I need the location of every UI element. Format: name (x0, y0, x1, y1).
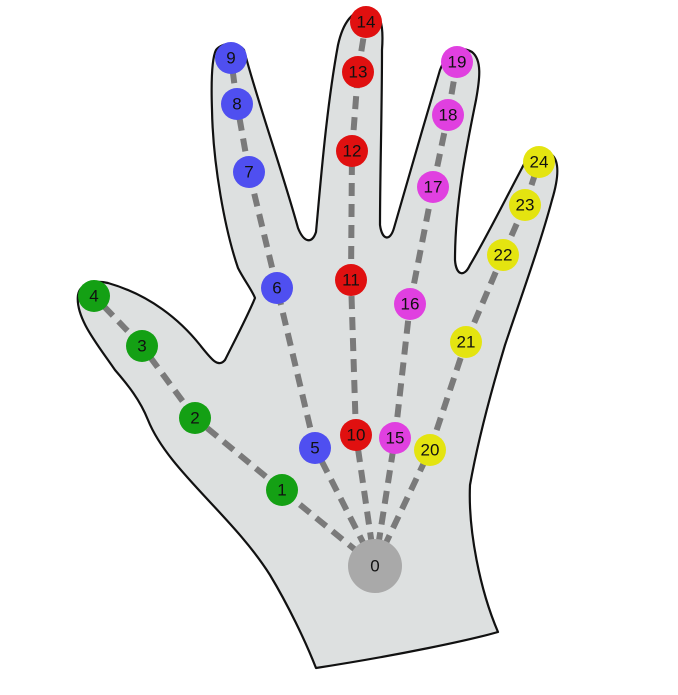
keypoint-20-label: 20 (421, 441, 440, 460)
keypoint-9: 9 (215, 42, 247, 74)
keypoint-10-label: 10 (347, 426, 366, 445)
bone-20-21 (427, 341, 469, 451)
bone-10-11 (348, 279, 359, 436)
keypoint-3-label: 3 (137, 337, 146, 356)
keypoint-19: 19 (441, 46, 473, 78)
keypoint-4: 4 (78, 280, 110, 312)
keypoint-7: 7 (233, 156, 265, 188)
keypoint-1-dot (266, 474, 298, 506)
keypoint-21: 21 (450, 326, 482, 358)
keypoint-23-dot (509, 189, 541, 221)
keypoint-0-dot (348, 539, 402, 593)
keypoint-13-label: 13 (349, 63, 368, 82)
keypoint-12: 12 (336, 135, 368, 167)
keypoint-18-label: 18 (439, 106, 458, 125)
keypoint-24-label: 24 (530, 153, 549, 172)
keypoint-3: 3 (126, 330, 158, 362)
keypoint-22-dot (487, 239, 519, 271)
keypoint-8: 8 (221, 88, 253, 120)
keypoint-7-label: 7 (244, 163, 253, 182)
keypoint-4-dot (78, 280, 110, 312)
keypoint-16-label: 16 (401, 295, 420, 314)
keypoint-11-dot (335, 264, 367, 296)
keypoint-5: 5 (299, 432, 331, 464)
keypoint-16: 16 (394, 288, 426, 320)
keypoint-6: 6 (261, 272, 293, 304)
bone-5-6 (274, 287, 318, 449)
keypoint-15-dot (379, 422, 411, 454)
keypoint-21-label: 21 (457, 333, 476, 352)
keypoint-22: 22 (487, 239, 519, 271)
keypoint-21-dot (450, 326, 482, 358)
keypoint-23-label: 23 (516, 196, 535, 215)
keypoint-0: 0 (348, 539, 402, 593)
keypoint-22-label: 22 (494, 246, 513, 265)
keypoint-14-label: 14 (357, 13, 376, 32)
keypoint-9-dot (215, 42, 247, 74)
keypoint-14-dot (350, 6, 382, 38)
keypoint-2-dot (179, 402, 211, 434)
keypoint-15-label: 15 (386, 429, 405, 448)
keypoint-17-label: 17 (424, 178, 443, 197)
keypoint-6-label: 6 (272, 279, 281, 298)
keypoint-4-label: 4 (89, 287, 98, 306)
keypoint-18: 18 (432, 99, 464, 131)
keypoint-5-dot (299, 432, 331, 464)
keypoint-0-label: 0 (370, 557, 379, 576)
bone-1-2 (193, 415, 284, 493)
bone-21-22 (463, 253, 506, 344)
keypoint-2: 2 (179, 402, 211, 434)
keypoint-13-dot (342, 56, 374, 88)
keypoint-24-dot (523, 146, 555, 178)
keypoint-20: 20 (414, 434, 446, 466)
keypoint-15: 15 (379, 422, 411, 454)
keypoint-7-dot (233, 156, 265, 188)
bone-15-16 (392, 303, 413, 439)
keypoint-6-dot (261, 272, 293, 304)
keypoint-24: 24 (523, 146, 555, 178)
keypoint-2-label: 2 (190, 409, 199, 428)
bone-11-12 (348, 150, 355, 281)
keypoint-3-dot (126, 330, 158, 362)
keypoint-17: 17 (417, 171, 449, 203)
keypoint-13: 13 (342, 56, 374, 88)
keypoint-14: 14 (350, 6, 382, 38)
keypoint-16-dot (394, 288, 426, 320)
keypoint-11-label: 11 (342, 271, 360, 290)
keypoint-19-label: 19 (448, 53, 467, 72)
keypoint-5-label: 5 (310, 439, 319, 458)
keypoint-19-dot (441, 46, 473, 78)
keypoint-8-label: 8 (232, 95, 241, 114)
keypoint-11: 11 (335, 264, 367, 296)
keypoint-18-dot (432, 99, 464, 131)
keypoint-1: 1 (266, 474, 298, 506)
keypoint-10-dot (340, 419, 372, 451)
keypoint-1-label: 1 (277, 481, 286, 500)
keypoint-9-label: 9 (226, 49, 235, 68)
keypoint-10: 10 (340, 419, 372, 451)
keypoint-20-dot (414, 434, 446, 466)
keypoint-23: 23 (509, 189, 541, 221)
keypoint-12-label: 12 (343, 142, 362, 161)
keypoint-8-dot (221, 88, 253, 120)
keypoint-12-dot (336, 135, 368, 167)
keypoint-17-dot (417, 171, 449, 203)
